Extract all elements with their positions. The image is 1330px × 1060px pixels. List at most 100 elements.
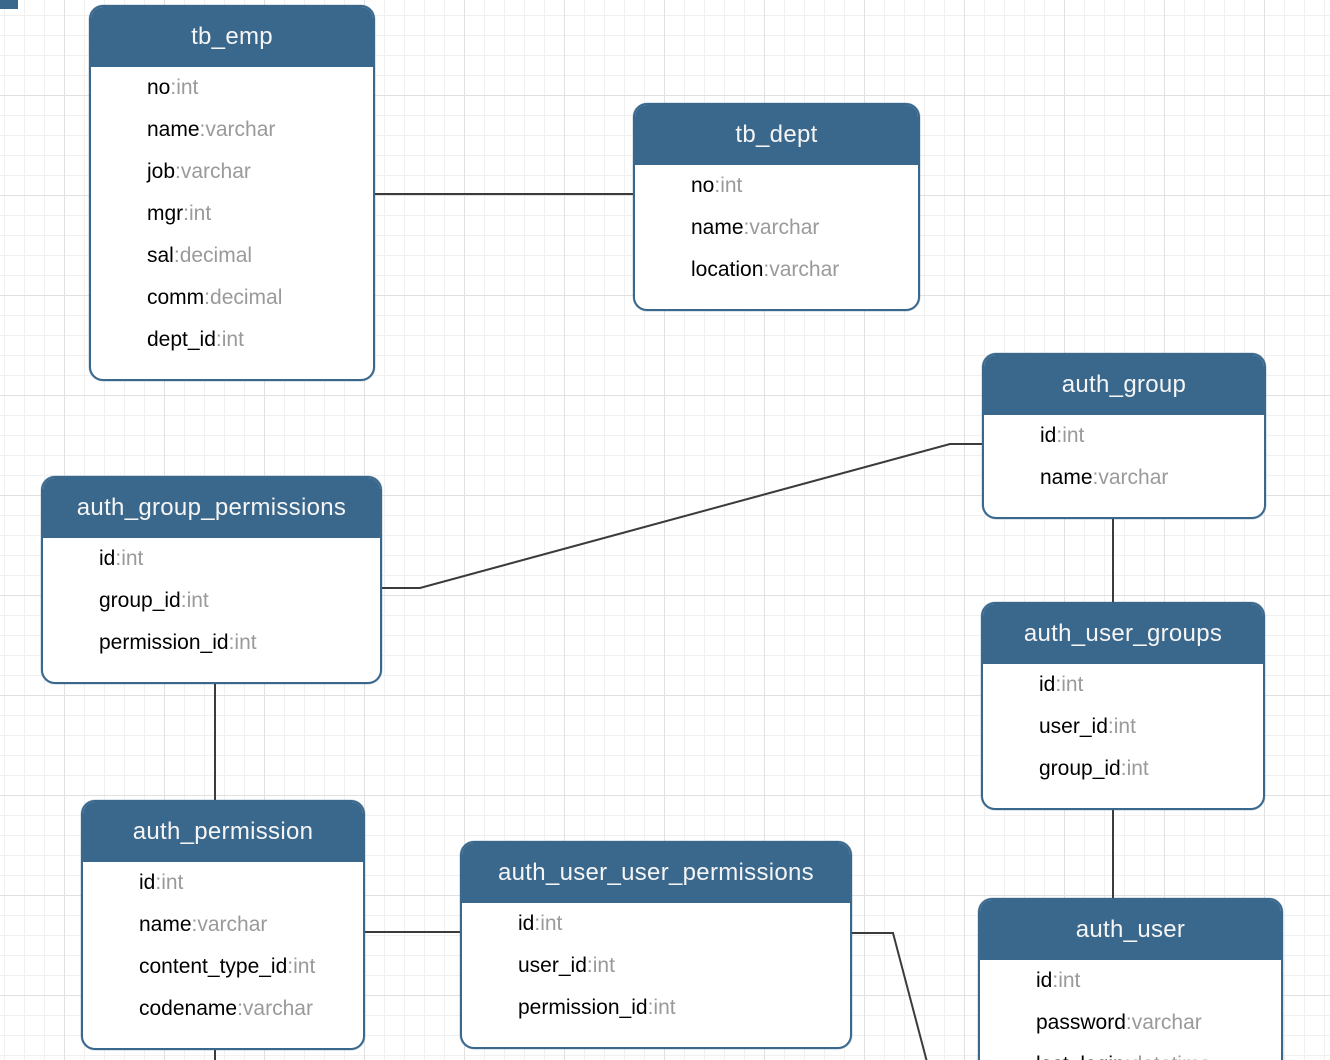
- field-separator: :: [1056, 424, 1063, 447]
- field-row-no[interactable]: no: int: [691, 165, 908, 207]
- field-row-id[interactable]: id: int: [1039, 664, 1253, 706]
- table-title: auth_permission: [132, 818, 314, 845]
- table-header[interactable]: auth_group: [984, 355, 1264, 415]
- field-separator: :: [180, 589, 187, 612]
- field-row-id[interactable]: id: int: [1040, 415, 1254, 457]
- field-name: id: [1039, 673, 1056, 696]
- field-type: int: [720, 174, 743, 197]
- table-title: auth_user_user_permissions: [498, 859, 814, 886]
- field-row-name[interactable]: name: varchar: [139, 904, 353, 946]
- field-type: varchar: [180, 160, 251, 183]
- field-name: comm: [147, 286, 205, 309]
- field-row-job[interactable]: job: varchar: [147, 151, 363, 193]
- field-row-content_type_id[interactable]: content_type_id: int: [139, 946, 353, 988]
- field-separator: :: [1125, 1011, 1132, 1034]
- table-title: tb_emp: [191, 23, 273, 50]
- table-title: auth_group: [1061, 371, 1187, 398]
- field-separator: :: [1125, 1053, 1131, 1060]
- field-separator: :: [199, 118, 206, 141]
- field-type: int: [221, 328, 244, 351]
- field-separator: :: [115, 547, 122, 570]
- table-header[interactable]: auth_group_permissions: [43, 478, 380, 538]
- field-type: varchar: [749, 216, 820, 239]
- connector-auth_group_permissions--auth_group[interactable]: [382, 443, 982, 589]
- field-name: id: [1040, 424, 1057, 447]
- table-header[interactable]: tb_dept: [635, 105, 918, 165]
- field-name: id: [1036, 969, 1053, 992]
- field-separator: :: [170, 76, 177, 99]
- field-row-last_login[interactable]: last_login: datetime: [1036, 1044, 1271, 1060]
- field-name: password: [1036, 1011, 1126, 1034]
- table-header[interactable]: auth_user_user_permissions: [462, 843, 850, 903]
- field-name: name: [147, 118, 200, 141]
- table-fragment-offscreen[interactable]: [0, 0, 18, 9]
- field-row-sal[interactable]: sal: decimal: [147, 235, 363, 277]
- table-header[interactable]: auth_user_groups: [983, 604, 1263, 664]
- field-type: int: [234, 631, 257, 654]
- field-row-user_id[interactable]: user_id: int: [1039, 706, 1253, 748]
- field-type: varchar: [769, 258, 840, 281]
- field-separator: :: [1120, 757, 1127, 780]
- table-header[interactable]: tb_emp: [91, 7, 373, 67]
- field-row-mgr[interactable]: mgr: int: [147, 193, 363, 235]
- field-row-permission_id[interactable]: permission_id: int: [518, 987, 840, 1029]
- field-separator: :: [228, 631, 235, 654]
- field-name: name: [691, 216, 744, 239]
- field-row-id[interactable]: id: int: [139, 862, 353, 904]
- field-name: mgr: [147, 202, 184, 225]
- field-row-group_id[interactable]: group_id: int: [1039, 748, 1253, 790]
- field-name: job: [147, 160, 176, 183]
- field-row-name[interactable]: name: varchar: [147, 109, 363, 151]
- field-separator: :: [743, 216, 750, 239]
- field-type: varchar: [242, 997, 313, 1020]
- field-name: sal: [147, 244, 174, 267]
- field-type: int: [189, 202, 212, 225]
- field-row-password[interactable]: password: varchar: [1036, 1002, 1271, 1044]
- field-separator: :: [175, 160, 181, 183]
- field-name: user_id: [518, 954, 587, 977]
- field-row-comm[interactable]: comm: decimal: [147, 277, 363, 319]
- field-row-location[interactable]: location: varchar: [691, 249, 908, 291]
- field-separator: :: [1107, 715, 1114, 738]
- field-row-group_id[interactable]: group_id: int: [99, 580, 370, 622]
- field-separator: :: [534, 912, 541, 935]
- field-row-permission_id[interactable]: permission_id: int: [99, 622, 370, 664]
- field-row-id[interactable]: id: int: [1036, 960, 1271, 1002]
- field-name: name: [1040, 466, 1093, 489]
- table-header[interactable]: auth_permission: [83, 802, 363, 862]
- field-row-no[interactable]: no: int: [147, 67, 363, 109]
- field-type: int: [592, 954, 615, 977]
- field-name: permission_id: [99, 631, 229, 654]
- field-name: location: [691, 258, 764, 281]
- field-type: datetime: [1131, 1053, 1212, 1060]
- field-separator: :: [237, 997, 243, 1020]
- field-row-dept_id[interactable]: dept_id: int: [147, 319, 363, 361]
- field-row-name[interactable]: name: varchar: [1040, 457, 1254, 499]
- field-row-id[interactable]: id: int: [518, 903, 840, 945]
- field-row-id[interactable]: id: int: [99, 538, 370, 580]
- field-type: int: [1058, 969, 1081, 992]
- field-type: decimal: [210, 286, 283, 309]
- field-row-name[interactable]: name: varchar: [691, 207, 908, 249]
- table-header[interactable]: auth_user: [980, 900, 1281, 960]
- field-row-codename[interactable]: codename: varchar: [139, 988, 353, 1030]
- field-name: no: [691, 174, 715, 197]
- field-type: varchar: [205, 118, 276, 141]
- field-name: id: [518, 912, 535, 935]
- connector-auth_user_user_permissions--auth_user[interactable]: [852, 932, 928, 1060]
- field-separator: :: [647, 996, 654, 1019]
- field-row-user_id[interactable]: user_id: int: [518, 945, 840, 987]
